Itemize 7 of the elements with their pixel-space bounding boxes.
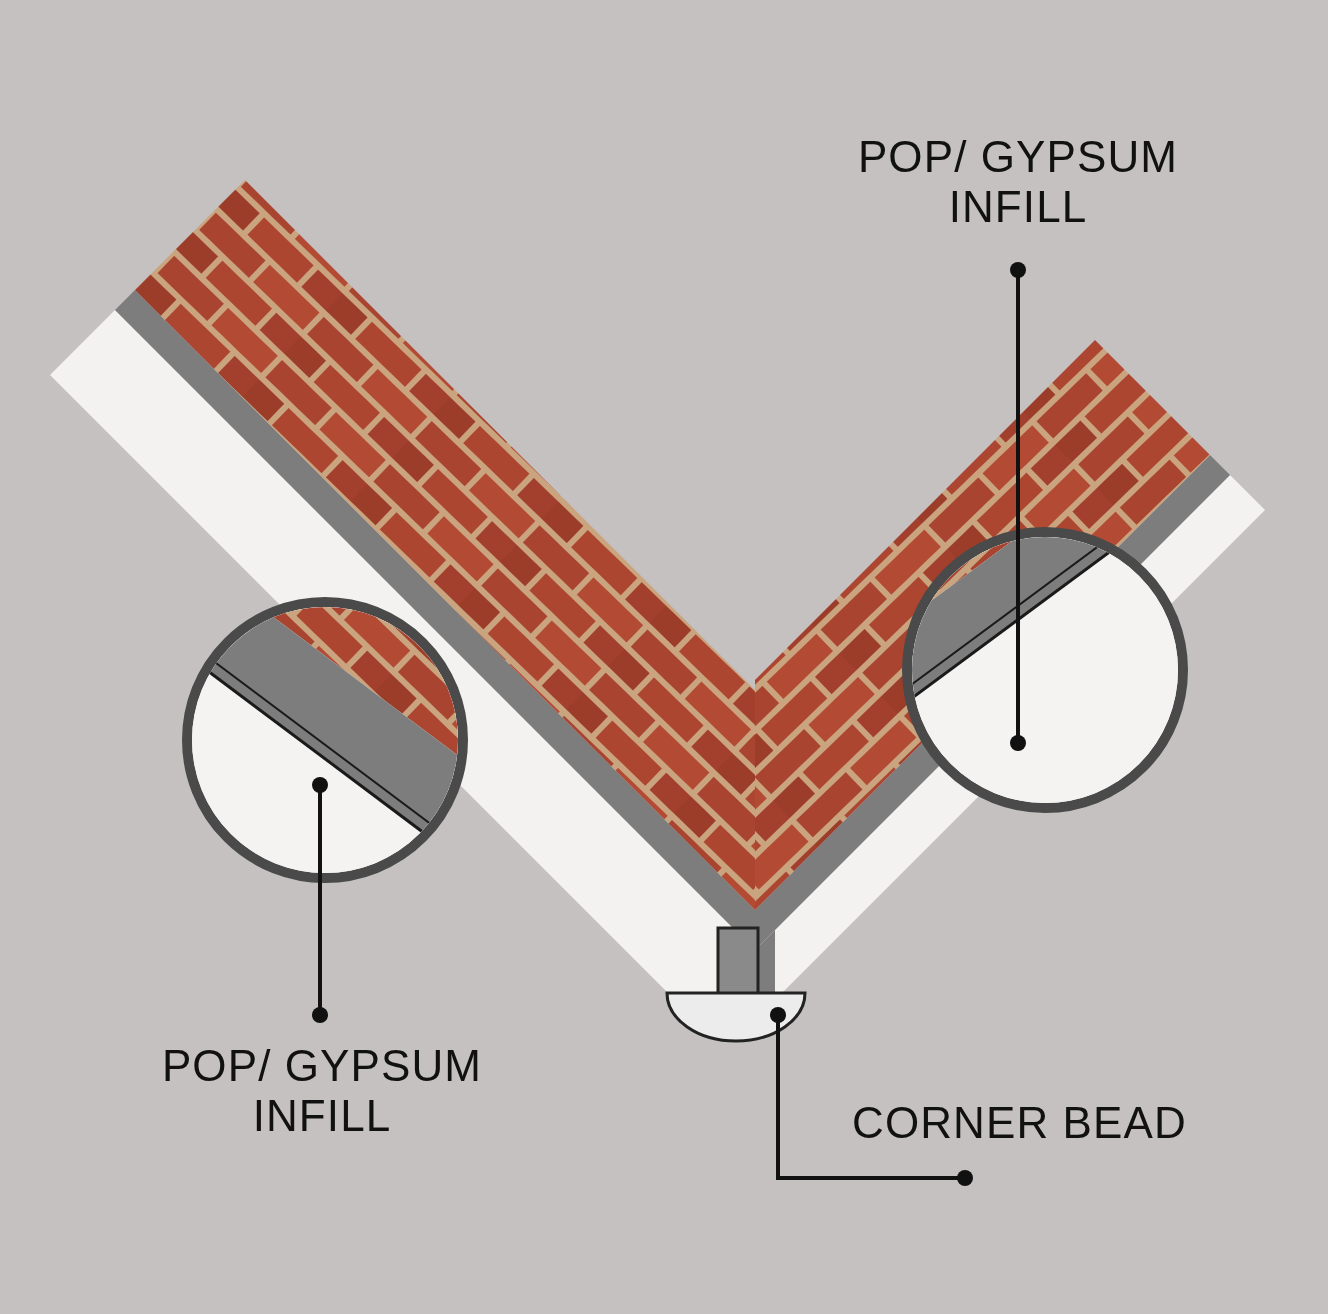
callout-label: POP/ GYPSUM INFILL (856, 132, 1180, 232)
leader-line (312, 777, 328, 1023)
leader-line (1010, 262, 1026, 751)
callout-label: CORNER BEAD (852, 1098, 1188, 1148)
leader-line (770, 1007, 973, 1186)
corner-bead (665, 991, 807, 1043)
callout-label: POP/ GYPSUM INFILL (160, 1041, 484, 1141)
